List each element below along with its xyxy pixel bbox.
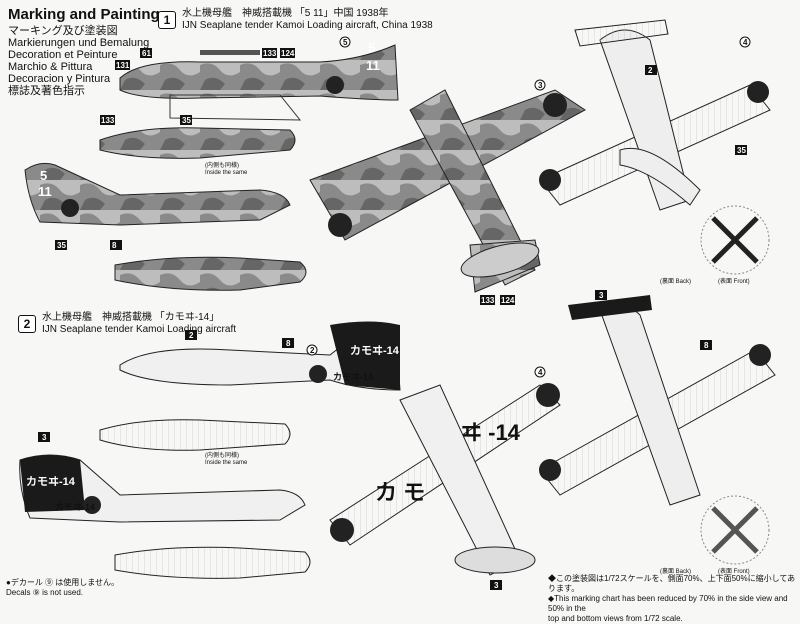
s2-float-upper bbox=[99, 419, 291, 451]
marking-drawing: 5 11 5 11 カモヰ-14 bbox=[19, 19, 776, 590]
s2-tail-code-lower: カモヰ-14 bbox=[26, 475, 76, 488]
svg-text:124: 124 bbox=[501, 296, 515, 305]
svg-text:35: 35 bbox=[737, 146, 746, 155]
s2-wing-code-left: カ モ bbox=[375, 480, 425, 505]
decal-note: ●デカール ⑨ は使用しません。 Decals ⑨ is not used. bbox=[6, 578, 119, 598]
svg-text:35: 35 bbox=[182, 116, 191, 125]
svg-text:2: 2 bbox=[189, 331, 194, 340]
scheme-2-title-jp: 水上機母艦 神威搭載機 「カモヰ-14」 bbox=[42, 312, 220, 323]
s2-bottom-view bbox=[539, 295, 776, 506]
scheme-2-title-en: IJN Seaplane tender Kamoi Loading aircra… bbox=[42, 324, 237, 335]
svg-text:5: 5 bbox=[40, 168, 47, 183]
lang-jp: マーキング及び塗装図 bbox=[8, 25, 118, 37]
svg-text:3: 3 bbox=[538, 81, 543, 90]
scheme-1-title-en: IJN Seaplane tender Kamoi Loading aircra… bbox=[182, 20, 433, 31]
scale-note: ◆この塗装図は1/72スケールを、側面70%、上下面50%に縮小してあります。 … bbox=[548, 574, 798, 624]
scheme-1-badge: 1 bbox=[158, 11, 176, 29]
svg-text:3: 3 bbox=[599, 291, 604, 300]
s2-float-lower bbox=[114, 546, 311, 579]
scale-note-jp: ◆この塗装図は1/72スケールを、側面70%、上下面50%に縮小してあります。 bbox=[548, 574, 796, 593]
svg-text:11: 11 bbox=[38, 184, 52, 199]
svg-text:133: 133 bbox=[481, 296, 495, 305]
s2-side-upper: カモヰ-14 カモヰ-14 bbox=[119, 321, 401, 391]
s2-float-decal bbox=[700, 495, 770, 565]
svg-text:131: 131 bbox=[116, 61, 130, 70]
s2-side-lower: カモヰ-14 カモヰ-14 bbox=[19, 454, 306, 523]
back-label-1: (裏面 Back) bbox=[660, 277, 691, 285]
s1-side-upper: 5 11 bbox=[119, 40, 399, 121]
s1-hinomaru-side bbox=[326, 76, 344, 94]
s1-side-lower: 5 11 bbox=[24, 162, 291, 226]
s2-fuselage-code-upper: カモヰ-14 bbox=[333, 372, 373, 382]
back-label-2: (裏面 Back) bbox=[660, 567, 691, 575]
inside-same-jp-1: (内側も同様) bbox=[205, 161, 239, 169]
lang-it: Marchio & Pittura bbox=[8, 61, 93, 73]
s2-wing-code-right: ヰ -14 bbox=[460, 420, 521, 445]
svg-text:5: 5 bbox=[343, 38, 348, 47]
lang-de: Markierungen und Bemalung bbox=[8, 37, 150, 49]
svg-text:2: 2 bbox=[648, 66, 653, 75]
front-label-2: (表面 Front) bbox=[718, 567, 750, 575]
svg-text:133: 133 bbox=[101, 116, 115, 125]
scale-note-en-2: top and bottom views from 1/72 scale. bbox=[548, 614, 683, 623]
callout-markers: 61 131 133 124 35 133 8 35 133 124 2 35 … bbox=[38, 36, 751, 590]
lang-cn: 標誌及著色指示 bbox=[8, 85, 85, 97]
decal-note-en: Decals ⑨ is not used. bbox=[6, 588, 83, 597]
s2-tail-code-upper: カモヰ-14 bbox=[350, 344, 400, 357]
svg-text:4: 4 bbox=[538, 368, 543, 377]
s1-float-upper bbox=[99, 127, 296, 159]
page-title: Marking and Painting bbox=[8, 6, 160, 23]
decal-note-jp: ●デカール ⑨ は使用しません。 bbox=[6, 578, 120, 587]
svg-text:133: 133 bbox=[263, 49, 277, 58]
svg-text:124: 124 bbox=[281, 49, 295, 58]
svg-text:35: 35 bbox=[57, 241, 66, 250]
s2-top-view: カ モ ヰ -14 bbox=[329, 383, 561, 576]
scheme-1-title-jp: 水上機母艦 神威搭載機 「5 11」中国 1938年 bbox=[182, 8, 389, 19]
language-list: マーキング及び塗装図 Markierungen und Bemalung Dec… bbox=[8, 25, 160, 97]
svg-text:2: 2 bbox=[310, 346, 315, 355]
svg-text:61: 61 bbox=[142, 49, 151, 58]
svg-text:8: 8 bbox=[704, 341, 709, 350]
s2-fuselage-code-lower: カモヰ-14 bbox=[55, 502, 95, 512]
small-labels: (内側も同様) Inside the same (内側も同様) Inside t… bbox=[205, 161, 750, 575]
inside-same-en-1: Inside the same bbox=[205, 170, 248, 176]
lang-fr: Decoration et Peinture bbox=[8, 49, 118, 61]
svg-text:11: 11 bbox=[366, 58, 380, 73]
inside-same-en-2: Inside the same bbox=[205, 460, 248, 466]
svg-text:3: 3 bbox=[42, 433, 47, 442]
scheme-1-header: 1 水上機母艦 神威搭載機 「5 11」中国 1938年 IJN Seaplan… bbox=[158, 8, 433, 32]
inside-same-jp-2: (内側も同様) bbox=[205, 451, 239, 459]
s1-tail-code-top: 5 bbox=[368, 40, 375, 55]
s1-float-decal bbox=[700, 205, 770, 275]
s1-float-lower bbox=[114, 256, 307, 291]
scheme-2-header: 2 水上機母艦 神威搭載機 「カモヰ-14」 IJN Seaplane tend… bbox=[18, 312, 236, 336]
s1-bottom-view bbox=[539, 19, 771, 211]
title-block: Marking and Painting マーキング及び塗装図 Markieru… bbox=[8, 6, 160, 97]
svg-text:8: 8 bbox=[286, 339, 291, 348]
scheme-2-badge: 2 bbox=[18, 315, 36, 333]
svg-text:3: 3 bbox=[494, 581, 499, 590]
scale-note-en-1: ◆This marking chart has been reduced by … bbox=[548, 594, 788, 613]
s1-top-view bbox=[309, 89, 586, 293]
lang-es: Decoracion y Pintura bbox=[8, 73, 111, 85]
svg-text:8: 8 bbox=[112, 241, 117, 250]
svg-text:4: 4 bbox=[743, 38, 748, 47]
front-label-1: (表面 Front) bbox=[718, 277, 750, 285]
